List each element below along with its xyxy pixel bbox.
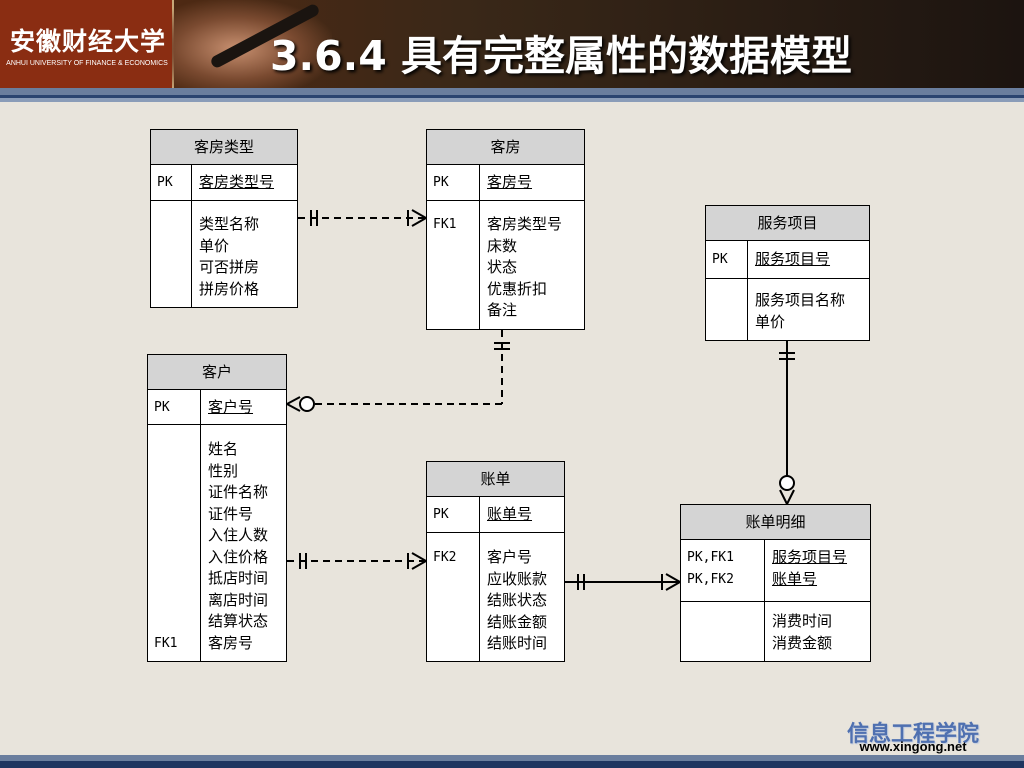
attribute: 结账时间 [487,634,548,652]
university-logo: 安徽财经大学 ANHUI UNIVERSITY OF FINANCE & ECO… [0,0,174,88]
entity-room: 客房 PK 客房号 FK1 客房类型号 床数 状态 优惠折扣 备注 [426,129,585,330]
entity-column-divider [479,165,480,329]
attribute: 服务项目名称 [755,291,846,309]
entity-pk-row [706,241,869,279]
pk-field: 服务项目号 [772,548,848,566]
attribute: 姓名 [208,440,239,458]
entity-header: 客房 [427,130,584,165]
attribute: 客户号 [487,548,533,566]
attribute: 消费金额 [772,633,833,652]
pk-tag: PK [433,175,449,190]
header-divider-dark [0,95,1024,98]
footer-url: www.xingong.net [859,739,967,754]
entity-pk-row [427,165,584,201]
entity-header: 客户 [148,355,286,390]
entity-customer: 客户 PK 客户号 姓名 性别 证件名称 证件号 入住人数 入住价格 抵店时间 … [147,354,287,662]
attribute: 结账金额 [487,612,548,631]
entity-column-divider [764,540,765,661]
attribute-list: 姓名 性别 证件名称 证件号 入住人数 入住价格 抵店时间 离店时间 结算状态 … [208,439,268,654]
footer-bar-dark [0,761,1024,768]
attribute-list: 服务项目名称 单价 [755,290,845,333]
pk-tag: PK,FK1 [687,550,734,565]
university-logo-name: 安徽财经大学 [9,27,166,56]
attribute: 入住价格 [208,547,269,566]
entity-column-divider [479,497,480,661]
attribute: 结算状态 [208,612,269,630]
pk-field: 客房类型号 [199,173,275,191]
attribute: 证件号 [208,504,254,523]
footer-bar [0,755,1024,761]
fk-tag: FK1 [433,217,457,232]
rel-customer-bill [287,552,427,570]
attribute: 消费时间 [772,612,833,630]
rel-service-billdetail [779,341,795,505]
attribute: 可否拼房 [199,258,260,276]
attribute: 优惠折扣 [487,279,548,298]
footer-school-name: 信息工程学院 [846,722,979,747]
entity-bill-detail: 账单明细 PK,FK1 PK,FK2 服务项目号 账单号 消费时间 消费金额 [680,504,871,662]
header-divider-light [0,98,1024,102]
rel-roomtype-room [298,209,427,227]
attribute: 床数 [487,236,518,255]
attribute: 性别 [208,461,239,480]
entity-column-divider [191,165,192,307]
attribute: 拼房价格 [199,279,260,298]
attribute: 结账状态 [487,591,548,609]
pk-tag: PK [154,400,170,415]
attribute: 单价 [755,312,786,331]
entity-pk-row [151,165,297,201]
pk-field: 账单号 [772,570,818,588]
attribute: 抵店时间 [208,569,269,587]
pk-tag: PK,FK2 [687,572,734,587]
attribute: 客房号 [208,633,254,652]
entity-header: 账单 [427,462,564,497]
rel-room-customer [286,330,510,412]
fk-tag: FK1 [154,636,178,651]
entity-room-type: 客房类型 PK 客房类型号 类型名称 单价 可否拼房 拼房价格 [150,129,298,308]
pk-tag: PK [157,175,173,190]
attribute: 证件名称 [208,483,269,501]
header-divider [0,88,1024,95]
pk-field: 客房号 [487,173,533,191]
entity-pk-row [427,497,564,533]
attribute-list: 客户号 应收账款 结账状态 结账金额 结账时间 [487,547,547,655]
attribute: 单价 [199,236,230,255]
pk-field: 客户号 [208,398,254,416]
attribute: 入住人数 [208,526,269,544]
pk-tag: PK [433,507,449,522]
rel-bill-billdetail [565,573,681,591]
attribute-list: 类型名称 单价 可否拼房 拼房价格 [199,214,259,300]
entity-header: 客房类型 [151,130,297,165]
fk-tag: FK2 [433,550,457,565]
entity-header: 服务项目 [706,206,869,241]
slide-title: 3.6.4 具有完整属性的数据模型 [270,32,853,80]
entity-column-divider [200,390,201,661]
entity-service-item: 服务项目 PK 服务项目号 服务项目名称 单价 [705,205,870,341]
attribute-list: 消费时间 消费金额 [772,611,832,654]
pk-tag: PK [712,252,728,267]
attribute-list: 客房类型号 床数 状态 优惠折扣 备注 [487,214,562,322]
attribute: 应收账款 [487,569,548,588]
pk-field: 账单号 [487,505,533,523]
entity-header: 账单明细 [681,505,870,540]
slide-header: 安徽财经大学 ANHUI UNIVERSITY OF FINANCE & ECO… [0,0,1024,88]
entity-column-divider [747,241,748,340]
pk-field: 服务项目号 [755,250,831,268]
entity-bill: 账单 PK 账单号 FK2 客户号 应收账款 结账状态 结账金额 结账时间 [426,461,565,662]
attribute: 客房类型号 [487,215,563,233]
attribute: 类型名称 [199,215,260,233]
entity-pk-row [681,540,870,602]
attribute: 备注 [487,301,518,319]
attribute: 离店时间 [208,590,269,609]
attribute: 状态 [487,258,518,276]
university-logo-subtitle: ANHUI UNIVERSITY OF FINANCE & ECONOMICS [6,60,168,67]
entity-pk-row [148,390,286,425]
